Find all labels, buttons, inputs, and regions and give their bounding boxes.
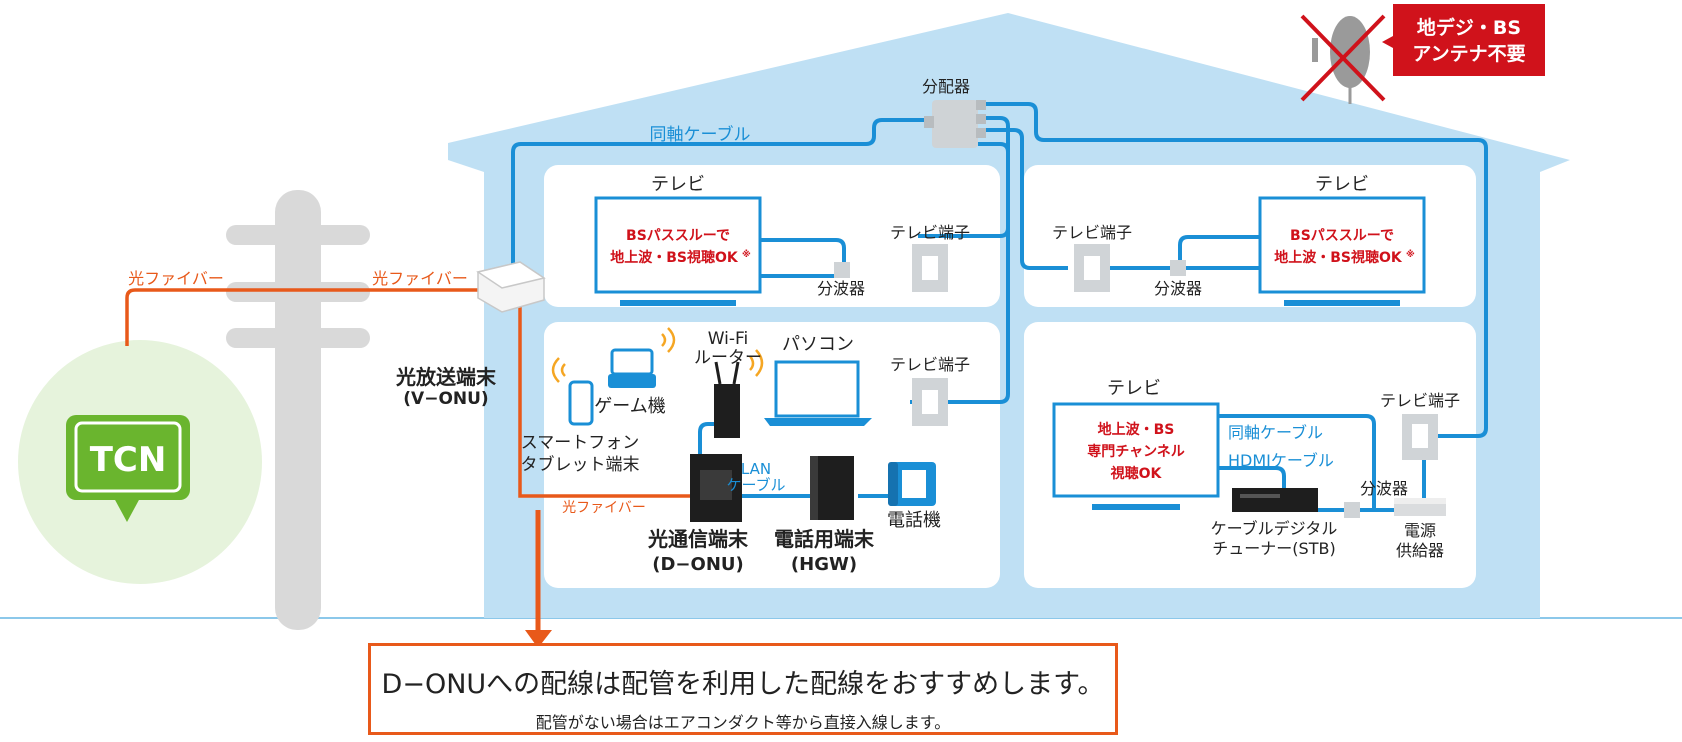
tv-top-left-line1: BSパススルーで — [626, 228, 730, 244]
coax-bottom-label: 同軸ケーブル — [1228, 423, 1323, 442]
outlet-bottom-right-label: テレビ端子 — [1380, 391, 1460, 410]
tv-bottom — [1052, 402, 1220, 510]
antenna-label-1: 地デジ・BS — [1417, 16, 1521, 39]
tv-bottom-label: テレビ — [1107, 378, 1161, 399]
tv-outlet-top-right — [1074, 244, 1110, 292]
splitter — [924, 100, 986, 148]
diplexer-top-right — [1170, 260, 1186, 276]
game-console — [608, 327, 676, 388]
hdmi-label: HDMIケーブル — [1228, 451, 1334, 470]
tv-top-right-line1: BSパススルーで — [1290, 228, 1394, 244]
diplexer-bottom-right-label: 分波器 — [1360, 479, 1408, 498]
note-pointer — [525, 630, 552, 648]
tv-top-right-label: テレビ — [1315, 174, 1369, 195]
tcn-logo: TCN — [18, 340, 262, 584]
stb-label-1: ケーブルデジタル — [1211, 519, 1338, 538]
stb-label-2: チューナー(STB) — [1212, 539, 1335, 558]
d-onu-device — [690, 454, 742, 522]
outlet-bottom-left-label: テレビ端子 — [890, 355, 970, 374]
tv-top-left-label: テレビ — [651, 174, 705, 195]
smartphone — [551, 357, 594, 426]
phone-label-1: スマートフォン — [521, 433, 640, 453]
tv-outlet-bottom-right — [1402, 414, 1438, 460]
diplexer-top-right-label: 分波器 — [1154, 279, 1202, 298]
room-bottom-left — [544, 322, 1000, 588]
power-supply — [1394, 498, 1446, 516]
fiber-right-label: 光ファイバー — [372, 269, 468, 288]
tv-outlet-bottom-left — [912, 378, 948, 426]
outlet-top-left-label: テレビ端子 — [890, 223, 970, 242]
tv-top-right-line2: 地上波・BS視聴OK — [1274, 249, 1403, 266]
wifi-label-2: ルーター — [694, 348, 762, 368]
tv-top-left-line2: 地上波・BS視聴OK — [610, 249, 739, 266]
tv-top-right-asterisk: ※ — [1406, 249, 1415, 260]
wifi-router — [714, 349, 764, 438]
lan-label-1: LAN — [741, 460, 771, 478]
tv-top-right: テレビ BSパススルーで 地上波・BS視聴OK ※ — [1258, 174, 1426, 306]
coax-top-label: 同軸ケーブル — [650, 124, 751, 145]
d-onu-model: (D−ONU) — [652, 554, 743, 575]
hgw-device — [810, 456, 854, 520]
telephone-label: 電話機 — [887, 510, 941, 531]
utility-pole — [226, 190, 370, 630]
diplexer-top-left-label: 分波器 — [817, 279, 865, 298]
note-sub-text: 配管がない場合はエアコンダクト等から直接入線します。 — [535, 713, 951, 732]
game-label: ゲーム機 — [594, 396, 665, 417]
telephone-device — [888, 462, 936, 506]
lan-label-2: ケーブル — [726, 476, 785, 494]
note-main-text: D−ONUへの配線は配管を利用した配線をおすすめします。 — [381, 669, 1105, 700]
stb-device — [1232, 488, 1318, 512]
splitter-label: 分配器 — [922, 77, 970, 96]
antenna-badge: 地デジ・BS アンテナ不要 — [1382, 4, 1545, 76]
hgw-model: (HGW) — [791, 554, 857, 575]
logo-text: TCN — [90, 440, 167, 480]
laptop — [764, 360, 872, 426]
power-label-1: 電源 — [1404, 521, 1436, 540]
diplexer-top-left — [834, 262, 850, 278]
tv-top-left: テレビ BSパススルーで 地上波・BS視聴OK ※ — [594, 174, 762, 306]
fiber-inner-label: 光ファイバー — [562, 500, 646, 516]
tv-outlet-top-left — [912, 244, 948, 292]
room-bottom-right — [1024, 322, 1476, 588]
outlet-top-right-label: テレビ端子 — [1052, 223, 1132, 242]
v-onu-device — [476, 261, 546, 313]
v-onu-name: 光放送端末 — [395, 365, 497, 389]
v-onu-model: (V−ONU) — [403, 389, 488, 409]
antenna-label-2: アンテナ不要 — [1412, 43, 1525, 65]
diplexer-bottom-right — [1344, 502, 1360, 518]
fiber-left-label: 光ファイバー — [128, 269, 224, 288]
tv-bottom-line3: 視聴OK — [1110, 465, 1163, 482]
tv-top-left-asterisk: ※ — [742, 249, 751, 260]
d-onu-name: 光通信端末 — [647, 527, 749, 551]
wiring-note: D−ONUへの配線は配管を利用した配線をおすすめします。 配管がない場合はエアコ… — [368, 643, 1118, 735]
tv-bottom-line1: 地上波・BS — [1098, 421, 1175, 438]
power-label-2: 供給器 — [1396, 541, 1444, 560]
wifi-label-1: Wi-Fi — [708, 329, 749, 349]
antenna-icon — [1300, 14, 1386, 104]
fiber-lines — [125, 288, 690, 640]
tv-bottom-line2: 専門チャンネル — [1087, 443, 1185, 460]
phone-label-2: タブレット端末 — [521, 454, 640, 475]
hgw-name: 電話用端末 — [774, 527, 875, 551]
pc-label: パソコン — [782, 334, 854, 355]
